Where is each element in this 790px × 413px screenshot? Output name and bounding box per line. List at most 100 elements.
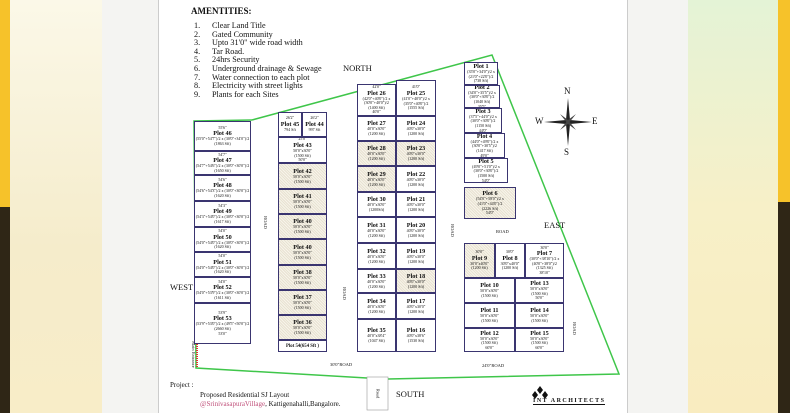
plot-name: Plot 10 — [480, 282, 499, 290]
amenity-text: 24hrs Security — [212, 55, 260, 65]
plot-dimensions: (54'0"+53'9")/2 x (30'0"+30'0")/2 — [195, 290, 250, 296]
plot-4[interactable]: Plot 4(44'0"+49'0")/2 x (30'0"+30'5")/2(… — [464, 133, 505, 158]
plot-26[interactable]: 42'0"Plot 26(42'0"+40'0")/2 x (30'0"+40'… — [357, 84, 396, 116]
plot-bottom-dimension: 34'0" — [477, 83, 485, 84]
plot-1[interactable]: 31'5"Plot 1(35'0"+34'0")/2 x (21'0"+22'0… — [464, 62, 498, 85]
plot-49[interactable]: 54'3"Plot 49(54'3"+54'0")/2 x (30'0"+30'… — [194, 201, 251, 227]
plot-name: Plot 24 — [406, 120, 426, 128]
plot-25[interactable]: 41'0"Plot 25(41'0"+40'0")/2 x (35'0"+40'… — [396, 80, 436, 116]
plot-name: Plot 13 — [530, 280, 549, 288]
compass-n: N — [564, 86, 571, 96]
plot-47[interactable]: 54'7"Plot 47(54'7"+54'6")/2 x (30'0"+30'… — [194, 151, 251, 175]
plot-dimensions: 40'0"x30'0" — [406, 126, 426, 132]
plot-dimensions: (35'0"+34'0")/2 x (21'0"+22'0")/2 — [467, 69, 495, 79]
plot-5[interactable]: Plot 5(49'0"+51'0")/2 x (30'0"+30'0")/2(… — [464, 158, 508, 183]
plot-dimensions: 40'0"x30'0" — [406, 176, 426, 182]
plot-area: (1200 Sft) — [368, 232, 385, 238]
plot-7[interactable]: 30'0"Plot 7(30'0"+38'10")/2 x (40'0"+38'… — [525, 243, 564, 278]
plot-top-dimension: 30'0" — [505, 249, 515, 255]
plot-dimensions: 40'0"x30'0" — [367, 278, 386, 284]
right-yellow-strip — [778, 0, 790, 202]
plot-area: (1620 Sft) — [214, 244, 231, 250]
plot-dimensions: (55'0"+54'7")/2 x (30'0"+34'0")/2 — [195, 136, 250, 142]
plot-53[interactable]: 53'9"Plot 53(53'9"+53'0")/2 x (49'5"+50'… — [194, 303, 251, 344]
plot-48[interactable]: 54'6"Plot 48(54'6"+54'3")/2 x (30'0"+30'… — [194, 175, 251, 201]
plot-area: (1200 Sft) — [368, 258, 385, 264]
plot-name: Plot 48 — [213, 182, 232, 190]
plot-dimensions: 50'0"x30'0" — [293, 325, 312, 331]
plot-51[interactable]: 54'0"Plot 51(54'0"+54'0")/2 x (30'0"+30'… — [194, 252, 251, 277]
plot-area: (1500 Sft) — [294, 280, 311, 285]
plot-dimensions: 40'0"x30'0" — [406, 278, 426, 284]
plot-area: (1620 Sft) — [214, 269, 231, 275]
plot-area: (1500 Sft) — [531, 318, 548, 323]
plot-52[interactable]: 54'0"Plot 52(54'0"+53'9")/2 x (30'0"+30'… — [194, 277, 251, 303]
plot-dimensions: (54'7"+54'6")/2 x (30'0"+30'0")/2 — [195, 163, 250, 169]
plot-area: (1500 Sft) — [294, 229, 311, 234]
plot-name: Plot 11 — [480, 307, 499, 315]
plot-dimensions: 40'0"x30'0" — [367, 126, 386, 132]
plot-2[interactable]: Plot 2(34'0"+35'5")/2 x (30'0"+30'0")/2(… — [464, 85, 500, 108]
left-backdrop — [10, 0, 102, 413]
plot-top-dimension: 54'0" — [218, 228, 227, 234]
plot-top-dimension: 53'9" — [218, 309, 227, 315]
plot-area: (1500 Sft) — [477, 173, 495, 178]
plot-50[interactable]: 54'0"Plot 50(54'0"+54'0")/2 x (30'0"+30'… — [194, 227, 251, 252]
road-label-far-east: ROAD — [571, 322, 577, 335]
plot-6[interactable]: Plot 6(54'0"+58'0")/2 x (41'0"+44'0")/2(… — [464, 187, 516, 219]
plot-dimensions: (54'0"+54'0")/2 x (30'0"+30'0")/2 — [195, 239, 250, 245]
south-road-label: Road — [375, 388, 381, 399]
plot-3[interactable]: Plot 3(37'5"+44'0")/2 x (30'0"+30'0")/2(… — [464, 108, 502, 133]
plot-46[interactable]: 55'6"Plot 46(55'0"+54'7")/2 x (30'0"+34'… — [194, 121, 251, 151]
plot-area: (1200 Sft) — [368, 283, 385, 289]
road-label-west-column: ROAD — [262, 216, 268, 229]
plot-area: (1200 Sft) — [407, 207, 425, 212]
plot-top-dimension: 30'0" — [540, 244, 549, 250]
plot-dimensions: 50'0"x30'0" — [293, 275, 312, 281]
plot-dimensions: 50'0"x30'0" — [480, 313, 499, 319]
plot-area: (1200 Sft) — [407, 181, 425, 187]
amenity-item: 7.Water connection to each plot — [194, 73, 310, 82]
plot-dimensions: 40'0"x30'0" — [367, 253, 386, 259]
plot-54[interactable]: Plot 54(654 Sft ) — [278, 340, 327, 352]
plot-top-dimension: 54'0" — [218, 253, 227, 259]
amenity-number: 7. — [194, 72, 201, 82]
plot-top-dimension: 41'0" — [411, 84, 421, 90]
